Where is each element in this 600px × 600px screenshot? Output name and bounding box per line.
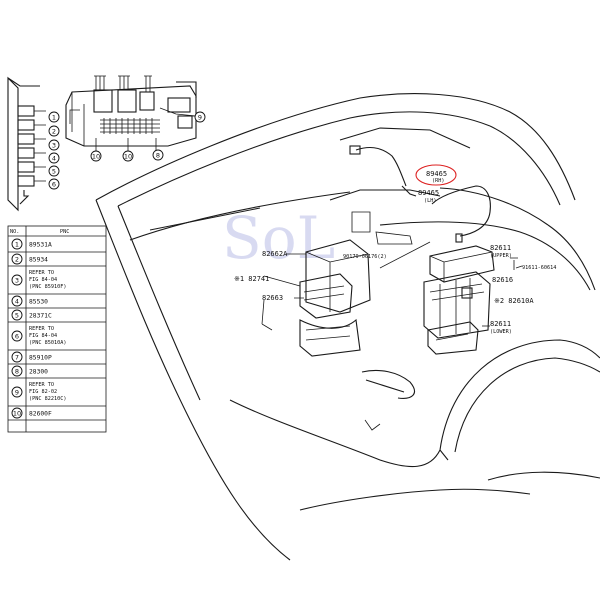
table-row-pnc: 28371C [29, 312, 52, 319]
watermark-logo: SoL [222, 204, 335, 272]
label-82616: 82616 [492, 276, 513, 284]
label-82663: 82663 [262, 294, 283, 302]
label-lower: (LOWER) [490, 329, 512, 335]
table-row-number: 5 [15, 311, 19, 319]
svg-text:9: 9 [198, 114, 202, 122]
table-row-pnc: FIG 82-02 [29, 389, 57, 395]
svg-text:8: 8 [156, 152, 160, 160]
table-row-pnc: 89531A [29, 241, 52, 248]
relay-block-inset [7, 75, 200, 212]
label-lh: (LH) [424, 198, 437, 204]
table-row-number: 10 [13, 409, 21, 417]
label-89465-lh: 89465 [418, 189, 439, 197]
table-row-number: 1 [15, 240, 19, 248]
label-82611-lower: 82611 [490, 320, 511, 328]
ecu-connector-assembly [261, 239, 371, 357]
table-row-number: 4 [15, 297, 19, 305]
table-row-number-circle [11, 253, 23, 265]
table-row-number-circle [11, 238, 23, 250]
svg-text:5: 5 [52, 168, 56, 176]
table-row-pnc: (PNC 85910F) [29, 284, 66, 290]
inset-callout-circles: 1 2 3 4 5 6 9 10 10 8 [48, 111, 206, 190]
table-header-pnc: PNC [60, 229, 69, 235]
table-row-pnc: 85530 [29, 298, 48, 305]
highlight-circle [415, 164, 457, 186]
table-row-number: 6 [15, 332, 19, 340]
table-row-number: 2 [15, 255, 19, 263]
table-row-number-circle [11, 365, 23, 377]
table-row-pnc: REFER TO [29, 382, 54, 388]
table-row-pnc: FIG 84-04 [29, 333, 57, 339]
vehicle-body-outline [95, 93, 600, 561]
table-row-number-circle [11, 309, 23, 321]
svg-text:2: 2 [52, 128, 56, 136]
label-82611-upper: 82611 [490, 244, 511, 252]
label-upper: (UPPER) [490, 253, 512, 259]
label-89465-rh: 89465 [426, 170, 447, 178]
table-row-pnc: 85910P [29, 354, 52, 361]
svg-text:10: 10 [124, 153, 132, 161]
table-row-pnc: 85934 [29, 256, 48, 263]
label-82662a: 82662A [262, 250, 288, 258]
svg-text:10: 10 [92, 153, 100, 161]
table-row-number-circle [11, 295, 23, 307]
label-91611: 91611-60614 [522, 265, 556, 271]
label-82741: ※1 82741 [234, 275, 269, 283]
table-row-number-circle [11, 274, 23, 286]
table-row-pnc: (PNC 82210C) [29, 396, 66, 402]
table-row-pnc: (PNC 85010A) [29, 340, 66, 346]
table-row-number-circle [11, 386, 23, 398]
svg-text:3: 3 [52, 142, 56, 150]
table-row-pnc: FIG 84-04 [29, 277, 57, 283]
table-row-number: 9 [15, 388, 19, 396]
label-82610a: ※2 82610A [494, 297, 534, 305]
svg-text:6: 6 [52, 181, 56, 189]
svg-text:4: 4 [52, 155, 56, 163]
table-row-number-circle [11, 407, 23, 419]
table-row-number: 7 [15, 353, 19, 361]
label-rh: (RH) [432, 178, 445, 184]
table-row-pnc: REFER TO [29, 270, 54, 276]
table-row-pnc: 28300 [29, 368, 48, 375]
table-row-number-circle [11, 351, 23, 363]
table-header-no: NO. [10, 229, 19, 235]
svg-text:1: 1 [52, 114, 56, 122]
part-labels: 82662A ※1 82741 82663 90179-06176(2) 894… [234, 170, 556, 335]
table-row-number: 3 [15, 276, 19, 284]
table-row-pnc: 82600F [29, 410, 52, 417]
table-row-number: 8 [15, 367, 19, 375]
label-90179: 90179-06176(2) [343, 254, 387, 260]
table-row-number-circle [11, 330, 23, 342]
table-row-pnc: REFER TO [29, 326, 54, 332]
oxygen-sensor-harness [349, 145, 491, 269]
fuse-box-assembly [423, 245, 518, 355]
